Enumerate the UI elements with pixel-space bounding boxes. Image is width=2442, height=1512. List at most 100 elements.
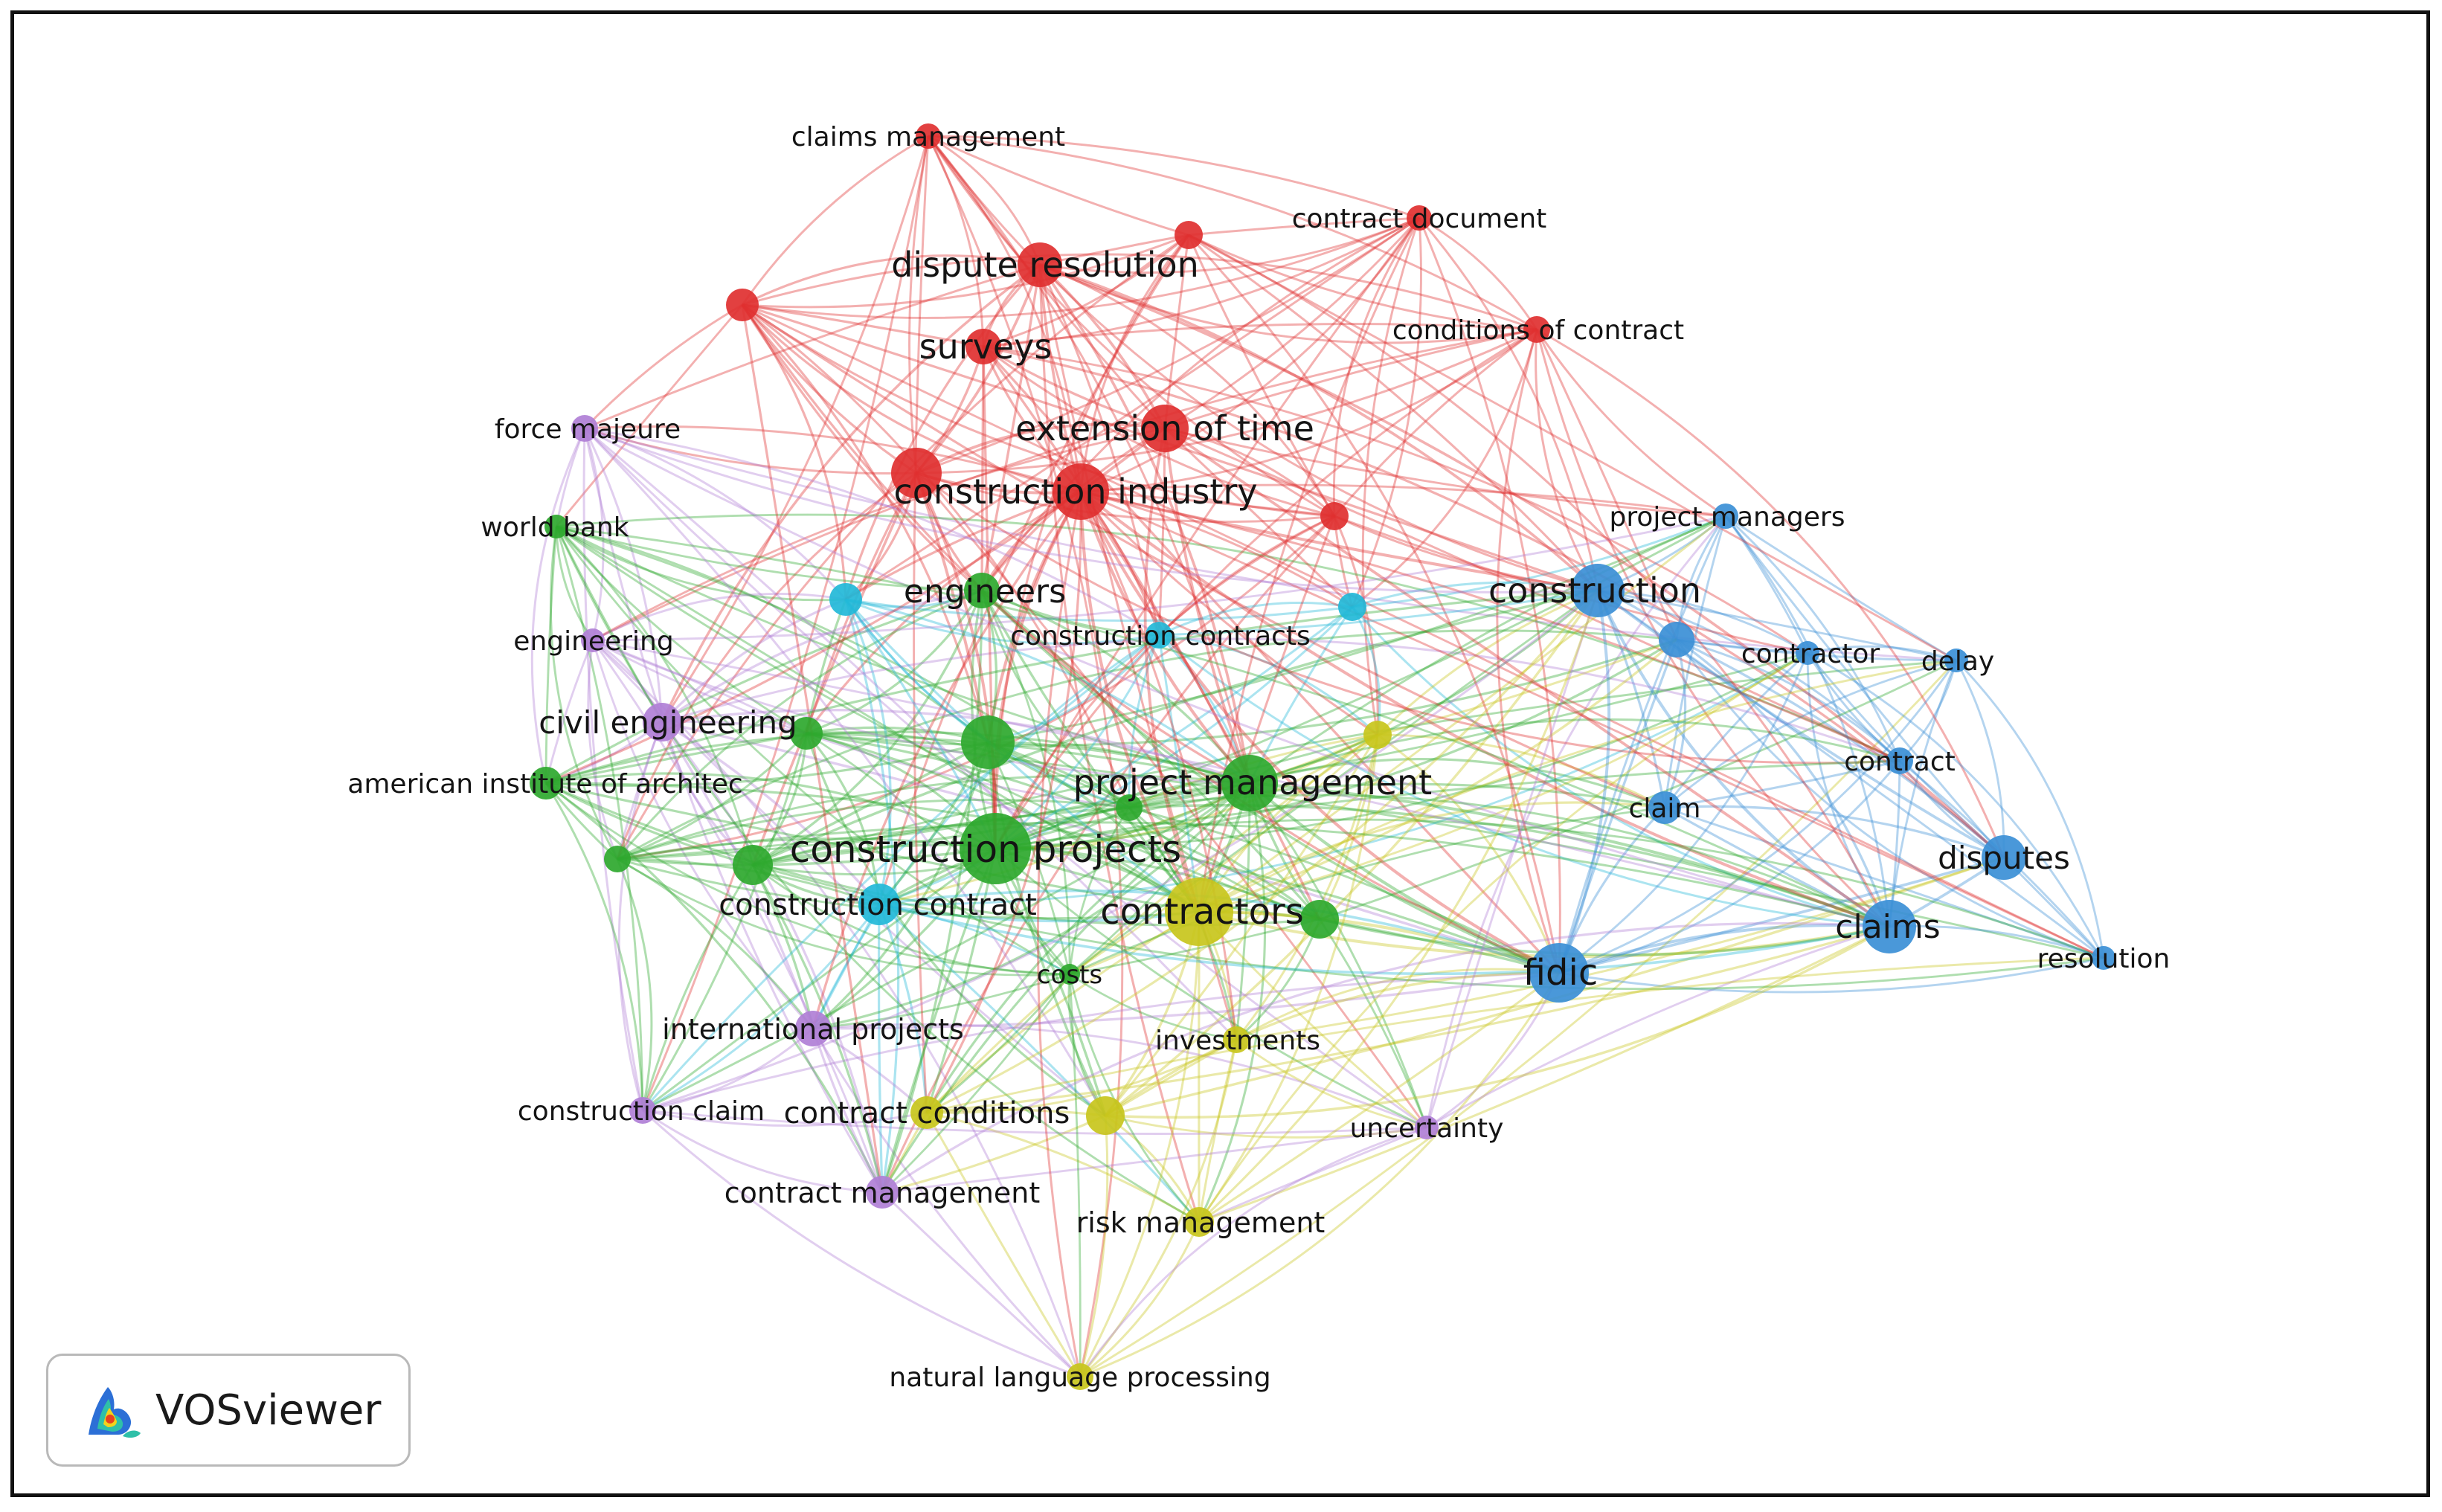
node-conditions-of-contract[interactable] — [1523, 316, 1550, 343]
node-investments[interactable] — [1223, 1026, 1250, 1053]
node-construction-claim[interactable] — [629, 1097, 656, 1124]
edge-american_institute-green_cp_left — [545, 782, 754, 866]
edge-yellow_small-risk_management — [1198, 734, 1379, 1223]
node-force-majeure[interactable] — [571, 415, 598, 442]
node-civil-engineering[interactable] — [643, 703, 681, 741]
node-project-managers[interactable] — [1713, 504, 1738, 529]
edge-dispute_resolution-extension_of_time — [1038, 263, 1166, 429]
node-contract[interactable] — [1886, 747, 1913, 774]
edge-project_management-fidic — [1248, 782, 1560, 974]
node-construction-projects[interactable] — [960, 813, 1031, 884]
node-red-right[interactable] — [1320, 502, 1349, 530]
node-construction-contracts[interactable] — [1146, 622, 1172, 649]
edge-disputes-fidic — [1558, 856, 2005, 974]
node-fidic[interactable] — [1529, 943, 1589, 1003]
node-red-small-top[interactable] — [1175, 221, 1203, 249]
node-surveys[interactable] — [965, 329, 1001, 364]
label-civil-engineering: civil engineering — [539, 704, 797, 741]
edge-cyan_right-construction_contract — [878, 605, 1354, 906]
node-construction[interactable] — [1571, 564, 1625, 617]
edge-civil_engineering-project_management — [661, 709, 1250, 785]
node-contract-conditions[interactable] — [910, 1096, 943, 1129]
node-dispute-resolution[interactable] — [1018, 242, 1062, 287]
node-red-mid-left[interactable] — [891, 448, 942, 498]
edge-extension_of_time-construction_contracts — [1157, 428, 1166, 636]
edge-cyan_top_left-construction_contract — [844, 599, 892, 905]
vosviewer-badge: VOSviewer — [46, 1354, 411, 1467]
edge-construction_industry-construction — [1080, 490, 1598, 592]
edge-red_small_top-construction_contract — [878, 234, 1190, 905]
edge-red_mid_left-contract — [916, 472, 1900, 765]
edge-surveys-engineers — [980, 346, 985, 591]
node-red-left[interactable] — [726, 289, 759, 321]
node-disputes[interactable] — [1982, 835, 2026, 880]
node-cyan-right[interactable] — [1338, 593, 1366, 621]
edge-contract_document-cyan_top_left — [845, 216, 1420, 601]
node-yellow-small[interactable] — [1363, 721, 1392, 749]
edge-construction_projects-blue_contractor_node — [995, 638, 1677, 850]
node-claims-management[interactable] — [916, 123, 941, 149]
edge-green_cp_left-delay — [752, 659, 1957, 866]
node-costs[interactable] — [1059, 964, 1080, 985]
edge-contract_conditions-resolution — [926, 956, 2104, 1114]
node-claim[interactable] — [1648, 791, 1681, 824]
edge-green_cp_left-claims — [752, 804, 1890, 928]
edge-construction_projects-uncertainty — [995, 847, 1427, 1129]
node-contractor[interactable] — [1796, 641, 1819, 665]
edge-engineers-green_contractors — [980, 589, 1321, 921]
node-green-small-pm[interactable] — [1116, 794, 1143, 821]
node-engineering[interactable] — [581, 628, 605, 652]
node-extension-of-time[interactable] — [1141, 405, 1189, 452]
node-american-institute[interactable] — [530, 767, 562, 800]
node-green-center[interactable] — [961, 715, 1015, 769]
edge-project_management-investments — [1235, 782, 1251, 1040]
node-blue-contractor-node[interactable] — [1659, 622, 1694, 657]
node-resolution[interactable] — [2092, 946, 2115, 970]
edge-blue_contractor_node-claims — [1676, 638, 1891, 927]
edge-construction-contractor — [1597, 589, 1808, 654]
node-green-civil[interactable] — [790, 717, 823, 750]
edge-contract_conditions-construction — [926, 589, 1599, 1114]
edge-dispute_resolution-red_left — [742, 254, 1041, 306]
node-world-bank[interactable] — [544, 515, 568, 538]
node-international-projects[interactable] — [795, 1011, 831, 1046]
edge-project_management-claims — [1249, 782, 1890, 928]
edge-dispute_resolution-red_mid_left — [915, 264, 1041, 474]
node-engineers[interactable] — [964, 573, 1000, 608]
label-construction-projects: construction projects — [790, 828, 1181, 871]
edge-red_left-red_mid_left — [741, 304, 917, 474]
edge-delay-claims — [1888, 660, 1958, 927]
node-layer[interactable] — [530, 123, 2115, 1390]
node-cyan-top-left[interactable] — [829, 583, 862, 616]
node-uncertainty[interactable] — [1415, 1116, 1439, 1139]
node-construction-industry[interactable] — [1053, 463, 1109, 520]
edge-civil_engineering-construction_contract — [661, 721, 881, 906]
node-contractors[interactable] — [1165, 878, 1233, 946]
edge-claim-disputes — [1664, 805, 2005, 859]
edge-american_institute-project_management — [545, 730, 1250, 785]
edge-conditions_of_contract-construction_industry — [1080, 328, 1538, 493]
edge-conditions_of_contract-extension_of_time — [1164, 328, 1538, 430]
edge-contractor-claims — [1806, 652, 1891, 927]
edge-surveys-extension_of_time — [983, 345, 1166, 430]
node-contract-document[interactable] — [1407, 205, 1432, 231]
edge-construction_industry-resolution — [1080, 490, 2104, 959]
node-green-cp-left[interactable] — [733, 845, 773, 885]
node-construction-contract[interactable] — [858, 884, 900, 925]
label-american-institute: american institute of architec — [347, 769, 742, 800]
node-contract-management[interactable] — [866, 1176, 899, 1209]
node-green-contractors[interactable] — [1300, 900, 1339, 939]
node-delay[interactable] — [1944, 649, 1968, 672]
edge-red_mid_left-green_left_small — [616, 472, 917, 860]
node-risk-management[interactable] — [1184, 1207, 1214, 1237]
node-claims[interactable] — [1863, 900, 1916, 953]
edge-blue_contractor_node-fidic — [1558, 639, 1678, 974]
edge-contractors-natural_language_processing — [1079, 911, 1201, 1377]
node-natural-language-processing[interactable] — [1067, 1363, 1093, 1390]
node-project-management[interactable] — [1221, 755, 1278, 811]
edge-international_projects-contract_management — [812, 1028, 884, 1193]
node-yellow-cc-right[interactable] — [1086, 1096, 1125, 1135]
node-green-left-small[interactable] — [604, 846, 631, 872]
